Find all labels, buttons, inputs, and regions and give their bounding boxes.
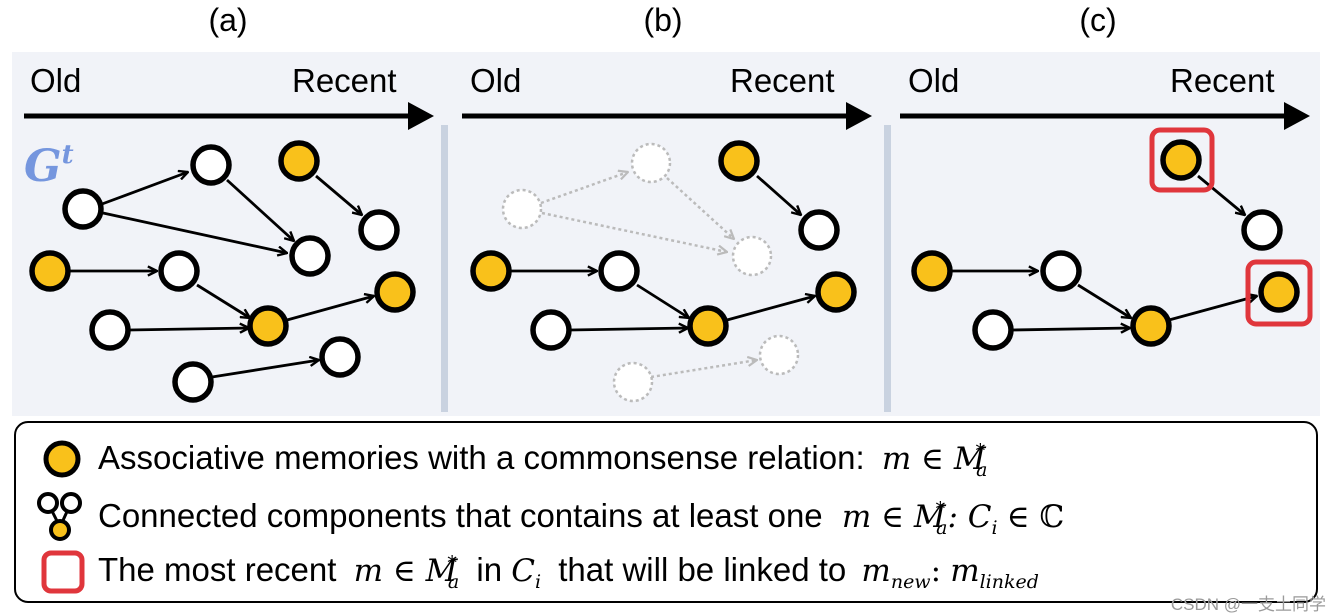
panel-divider-2: [884, 125, 891, 412]
legend: Associative memories with a commonsense …: [14, 421, 1318, 603]
associative-memory-node: [911, 250, 953, 292]
memory-node: [190, 144, 232, 186]
associative-memory-node: [278, 140, 320, 182]
memory-node: [172, 361, 214, 403]
timeline-old-label: Old: [470, 62, 522, 99]
panel-b-faded-edges: [540, 172, 757, 379]
linked-memory-highlight: [1245, 259, 1313, 327]
panel-c-label: (c): [1079, 2, 1117, 38]
associative-memory-node: [687, 305, 729, 347]
legend-row-components: Connected components that contains at le…: [98, 497, 1065, 539]
legend-row-most-recent: The most recent m ∈ M*a in Ci that will …: [98, 551, 1039, 593]
faded-memory-node: [612, 361, 654, 403]
timeline-recent-label: Recent: [1170, 62, 1275, 99]
timeline-old-label: Old: [30, 62, 82, 99]
linked-memory-highlight: [1149, 127, 1215, 193]
associative-memory-node: [1258, 271, 1300, 313]
associative-memory-node: [29, 250, 71, 292]
associative-memory-node: [718, 140, 760, 182]
associative-memory-node: [374, 271, 416, 313]
timeline-arrow-b: [462, 102, 872, 130]
panel-a-nodes: [29, 140, 416, 403]
associative-memory-icon: [43, 440, 81, 478]
timeline-arrow-c: [900, 102, 1310, 130]
memory-node: [158, 250, 200, 292]
panel-c-highlights: [1149, 127, 1313, 327]
faded-memory-node: [758, 334, 800, 376]
timeline-arrow-a: [24, 102, 434, 130]
panel-b-nodes: [470, 140, 857, 351]
faded-memory-node: [731, 235, 773, 277]
memory-node: [289, 235, 331, 277]
timeline-old-label: Old: [908, 62, 960, 99]
associative-memory-node: [247, 305, 289, 347]
associative-memory-node: [815, 271, 857, 313]
linked-memory-highlight-icon: [41, 550, 85, 594]
legend-row-associative: Associative memories with a commonsense …: [98, 439, 988, 481]
panel-a-edges: [69, 172, 374, 379]
timeline-recent-label: Recent: [292, 62, 397, 99]
memory-node: [598, 250, 640, 292]
faded-memory-node: [630, 142, 672, 184]
associative-memory-node: [1130, 305, 1172, 347]
memory-node: [319, 336, 361, 378]
panel-background: [12, 52, 1320, 416]
memory-node: [1040, 250, 1082, 292]
memory-node: [1241, 209, 1283, 251]
graph-label: Gt: [24, 140, 74, 192]
memory-node: [89, 309, 131, 351]
panel-b-label: (b): [643, 2, 683, 38]
memory-node: [530, 309, 572, 351]
panel-b-faded-nodes: [501, 142, 800, 403]
memory-node: [972, 309, 1014, 351]
panel-b-edges: [510, 174, 815, 330]
memory-node: [62, 188, 104, 230]
panel-divider-1: [441, 125, 448, 412]
associative-memory-node: [1160, 139, 1202, 181]
panel-c-edges: [951, 174, 1257, 330]
connected-components-icon: [37, 492, 82, 541]
watermark: CSDN @一支土同学: [1170, 595, 1326, 614]
panel-c-nodes: [911, 139, 1300, 351]
memory-node: [798, 209, 840, 251]
timeline-recent-label: Recent: [730, 62, 835, 99]
faded-memory-node: [501, 188, 543, 230]
memory-node: [358, 209, 400, 251]
panel-a-label: (a): [208, 2, 248, 38]
associative-memory-node: [470, 250, 512, 292]
